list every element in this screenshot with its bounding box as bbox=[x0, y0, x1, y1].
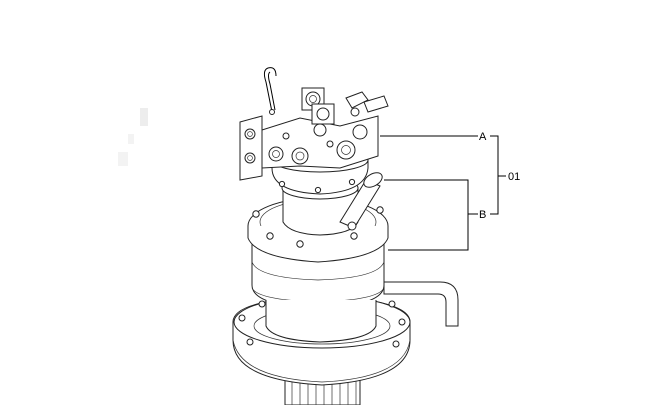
drain-hose bbox=[383, 281, 459, 327]
scan-smudge bbox=[118, 108, 148, 166]
left-port-block bbox=[239, 115, 263, 181]
valve-block bbox=[261, 115, 379, 169]
relief-cartridge bbox=[339, 172, 383, 231]
assembly-number-label: 01 bbox=[508, 171, 520, 183]
callout-leaders bbox=[380, 135, 506, 251]
top-fittings bbox=[301, 87, 389, 125]
motor-illustration bbox=[232, 67, 459, 405]
lifting-hook bbox=[263, 67, 277, 115]
callout-a-label: A bbox=[479, 131, 487, 143]
callout-b-label: B bbox=[479, 209, 486, 221]
